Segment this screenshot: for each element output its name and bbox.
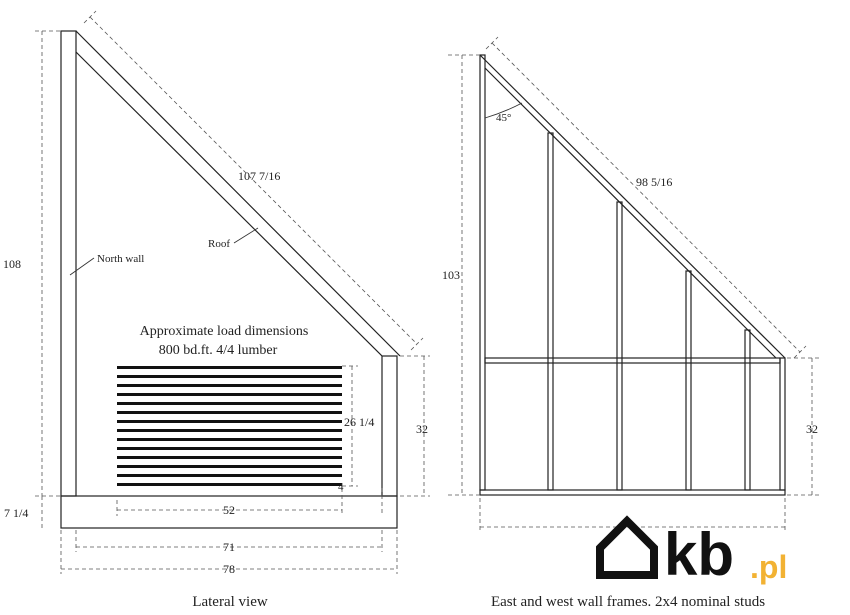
kb-logo: kb .pl xyxy=(596,515,787,588)
short-stud xyxy=(779,357,786,491)
floor-base xyxy=(60,495,398,529)
logo-suffix: .pl xyxy=(750,549,787,585)
dim-label-frame-slope: 98 5/16 xyxy=(636,175,672,189)
dim-label-low-wall: 32 xyxy=(416,422,428,436)
bottom-plate xyxy=(479,489,786,496)
lateral-view-caption: Lateral view xyxy=(192,594,268,610)
angle-arc xyxy=(484,102,523,119)
dim-label-frame-height: 103 xyxy=(442,268,460,282)
dim-roof-length xyxy=(89,16,418,345)
lateral-view: North wall Roof Approximate load dimensi… xyxy=(3,10,430,610)
north-wall xyxy=(60,30,77,497)
dim-label-roof: 107 7/16 xyxy=(238,169,280,183)
mid-blocking xyxy=(484,357,781,364)
load-title-line-2: 800 bd.ft. 4/4 lumber xyxy=(159,343,278,358)
roof-leader xyxy=(233,227,259,244)
roof-label: Roof xyxy=(208,238,230,250)
top-plate-inner xyxy=(484,67,777,359)
top-plate-outer xyxy=(479,54,786,359)
dim-label-angle: 45° xyxy=(496,112,511,124)
logo-brand: kb xyxy=(664,521,734,588)
roof-outer xyxy=(75,30,401,357)
stud xyxy=(685,270,692,491)
house-icon xyxy=(596,515,658,579)
stud xyxy=(547,132,554,491)
dim-label-outer-width: 78 xyxy=(223,562,235,576)
wall-frames: 103 45° 98 5/16 32 East and west wall fr… xyxy=(442,36,820,610)
wall-frames-caption: East and west wall frames. 2x4 nominal s… xyxy=(491,594,765,610)
dim-frame-slope xyxy=(491,42,801,353)
stud xyxy=(744,329,751,491)
north-wall-leader xyxy=(69,257,95,276)
south-wall xyxy=(381,355,398,497)
dim-label-height: 108 xyxy=(3,257,21,271)
dim-label-frame-low-wall: 32 xyxy=(806,422,818,436)
dim-label-base: 7 1/4 xyxy=(4,506,28,520)
dim-label-inner-width: 71 xyxy=(223,540,235,554)
tall-stud xyxy=(479,54,486,491)
roof-inner xyxy=(75,51,383,357)
dim-label-load-width: 52 xyxy=(223,503,235,517)
load-title-line-1: Approximate load dimensions xyxy=(140,324,309,339)
dim-label-gap: 4 xyxy=(338,481,344,493)
lumber-load xyxy=(117,366,342,486)
north-wall-label: North wall xyxy=(97,253,144,265)
stud xyxy=(616,201,623,491)
dim-label-load-height: 26 1/4 xyxy=(344,415,374,429)
